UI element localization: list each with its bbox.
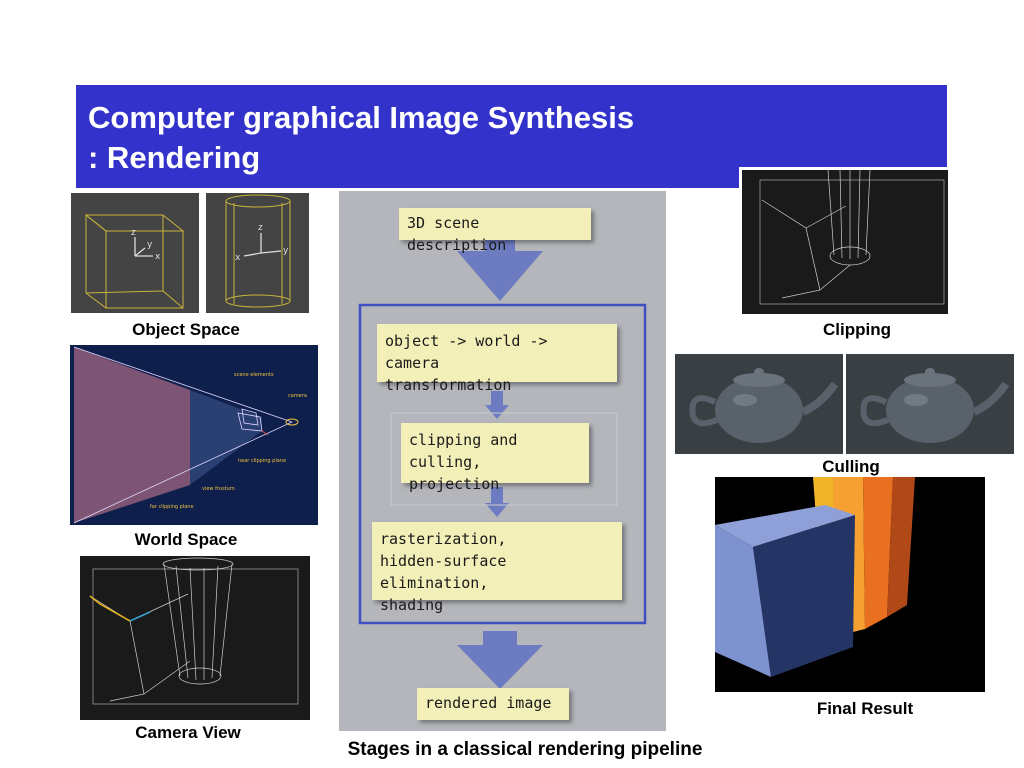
stage-transformation-line-1: object -> world -> camera <box>385 332 548 372</box>
scene-elements-label: scene elements <box>234 372 274 378</box>
stage-rendered-image: rendered image <box>417 688 569 720</box>
object-space-caption: Object Space <box>132 320 240 339</box>
stage-raster-line-1: rasterization, <box>380 530 507 548</box>
object-cyl-y-axis-label: y <box>283 246 289 256</box>
object-z-axis-label: z <box>131 228 136 238</box>
slide-title-line-2: : Rendering <box>88 140 261 175</box>
near-clipping-plane-label: near clipping plane <box>238 458 286 464</box>
object-cyl-x-axis-label: x <box>235 253 241 263</box>
culling-teapot-image-left <box>675 354 843 454</box>
stage-rasterization: rasterization, hidden-surface eliminatio… <box>372 522 622 614</box>
title-bar: Computer graphical Image Synthesis : Ren… <box>76 85 947 188</box>
object-x-axis-label: x <box>155 252 161 262</box>
object-space-cube-image: z y x <box>71 193 199 313</box>
pipeline-diagram: 3D scene description object -> world -> … <box>339 191 666 731</box>
world-space-caption: World Space <box>134 530 238 549</box>
object-space-cylinder-image: z y x <box>206 193 309 313</box>
stage-raster-line-3: shading <box>380 596 444 614</box>
object-y-axis-label: y <box>147 240 153 250</box>
clipping-image-frame <box>739 167 951 317</box>
final-result-image <box>715 477 985 692</box>
culling-teapot-image-right <box>846 354 1014 454</box>
stage-raster-line-2: hidden-surface elimination, <box>380 552 507 592</box>
pipeline-caption: Stages in a classical rendering pipeline <box>347 739 703 760</box>
stage-clipping-culling: clipping and culling, projection <box>401 423 589 493</box>
world-space-image: scene elements camera near clipping plan… <box>70 345 318 525</box>
far-clipping-plane-label: far clipping plane <box>150 504 194 510</box>
final-result-caption: Final Result <box>816 699 914 718</box>
stage-clipping-line-2: projection <box>409 475 500 493</box>
stage-transformation-line-2: transformation <box>385 376 512 394</box>
stage-transformation: object -> world -> camera transformation <box>377 324 617 394</box>
camera-label: camera <box>288 393 307 399</box>
stage-scene-description: 3D scene description <box>399 208 591 254</box>
stage-clipping-line-1: clipping and culling, <box>409 431 518 471</box>
camera-view-caption: Camera View <box>135 723 241 742</box>
clipping-image <box>742 170 948 314</box>
culling-caption: Culling <box>822 457 880 476</box>
object-cyl-z-axis-label: z <box>258 223 263 233</box>
slide-title-line-1: Computer graphical Image Synthesis <box>88 100 635 135</box>
view-frustum-label: view frustum <box>202 486 235 492</box>
clipping-caption: Clipping <box>823 320 891 339</box>
camera-view-image <box>80 556 310 720</box>
